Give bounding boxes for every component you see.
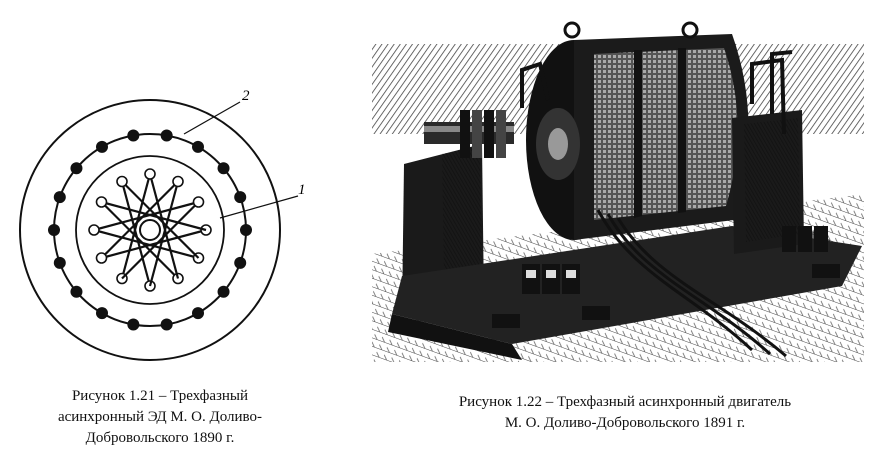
rotor-circle xyxy=(75,155,225,305)
stator-slot-dot xyxy=(240,224,252,236)
stator-outer-circle xyxy=(19,99,281,361)
rotor-bar xyxy=(121,180,200,259)
rotor-bar-end xyxy=(192,196,205,208)
stator-slot-dot xyxy=(127,318,140,331)
figure-1-21-diagram: 2 1 xyxy=(8,84,308,364)
base-feet xyxy=(492,264,840,328)
callout-label-1: 1 xyxy=(298,182,306,198)
caption-line: Рисунок 1.22 – Трехфазный асинхронный дв… xyxy=(458,394,792,410)
stator-slot-dot xyxy=(96,307,108,320)
left-pedestal-shading xyxy=(442,146,482,276)
motor-engraving-svg xyxy=(372,21,864,362)
caption-line: Добровольского 1890 г. xyxy=(85,430,235,446)
rotor-hub-center xyxy=(548,128,568,160)
stator-slot-dot xyxy=(53,191,66,204)
rotor-bar xyxy=(93,200,199,232)
leader-line-1 xyxy=(219,195,299,219)
figure-1-22-caption: Рисунок 1.22 – Трехфазный асинхронный дв… xyxy=(390,392,860,434)
rotor-bar xyxy=(101,228,207,260)
rotor-bar-end xyxy=(144,168,156,180)
stator-slot-dot xyxy=(70,285,83,298)
caption-line: асинхронный ЭД М. О. Доливо- xyxy=(57,409,263,425)
rotor-bar-end xyxy=(95,252,108,264)
caption-line: Рисунок 1.21 – Трехфазный xyxy=(71,388,249,404)
figure-1-22-illustration xyxy=(372,14,864,362)
callout-label-2: 2 xyxy=(242,88,250,104)
rotor-bar-end xyxy=(95,196,108,208)
stator-slot-dot xyxy=(160,129,173,142)
stator-slot-dot xyxy=(192,140,204,153)
rotor-bar-end xyxy=(88,224,100,236)
stator-slot-dot xyxy=(53,256,66,269)
power-cables xyxy=(596,209,787,358)
terminal-block-front xyxy=(522,264,580,294)
rotor-bar xyxy=(100,180,179,259)
connection-pipes xyxy=(520,50,793,135)
right-pedestal-shading xyxy=(744,118,800,242)
base-front-edge xyxy=(388,314,522,360)
rotor-bar-end xyxy=(116,175,128,188)
rotor-bar xyxy=(120,181,152,287)
stator-slot-dot xyxy=(217,285,230,298)
stator-slot-dot xyxy=(96,140,108,153)
leader-line-2 xyxy=(183,101,241,135)
rotor-bar xyxy=(121,201,200,280)
rotor-bar xyxy=(120,173,152,279)
motor-cross-section-svg: 2 1 xyxy=(19,88,306,361)
stator-slot-dot xyxy=(192,307,204,320)
lifting-eye-right xyxy=(681,21,699,39)
shaft-circle xyxy=(139,219,161,241)
rotor-bar xyxy=(93,228,199,260)
rotor-winding xyxy=(88,168,212,292)
rotor-bar xyxy=(148,181,180,287)
stator-slot-dot xyxy=(234,256,247,269)
stator-drum-grille xyxy=(594,48,738,220)
rotor-bar-end xyxy=(172,272,184,285)
stator-slots xyxy=(48,129,252,331)
terminal-block-right xyxy=(782,226,828,252)
rotor-bar-end xyxy=(172,175,184,188)
slip-rings xyxy=(460,110,506,158)
stator-rib-2 xyxy=(678,48,686,213)
stator-slot-dot xyxy=(217,162,230,175)
stator-slot-dot xyxy=(70,162,83,175)
rotor-bar xyxy=(101,200,207,232)
stator-slot-dot xyxy=(234,191,247,204)
stator-slot-dot xyxy=(127,129,140,142)
stator-rib-1 xyxy=(634,50,642,218)
stator-slot-dot xyxy=(160,318,173,331)
caption-line: М. О. Доливо-Добровольского 1891 г. xyxy=(504,415,746,431)
lifting-eye-left xyxy=(563,21,581,39)
stator-slot-dot xyxy=(48,224,60,236)
rotor-bar xyxy=(100,201,179,280)
rotor-bar xyxy=(148,173,180,279)
figure-1-21-caption: Рисунок 1.21 – Трехфазный асинхронный ЭД… xyxy=(10,386,310,449)
